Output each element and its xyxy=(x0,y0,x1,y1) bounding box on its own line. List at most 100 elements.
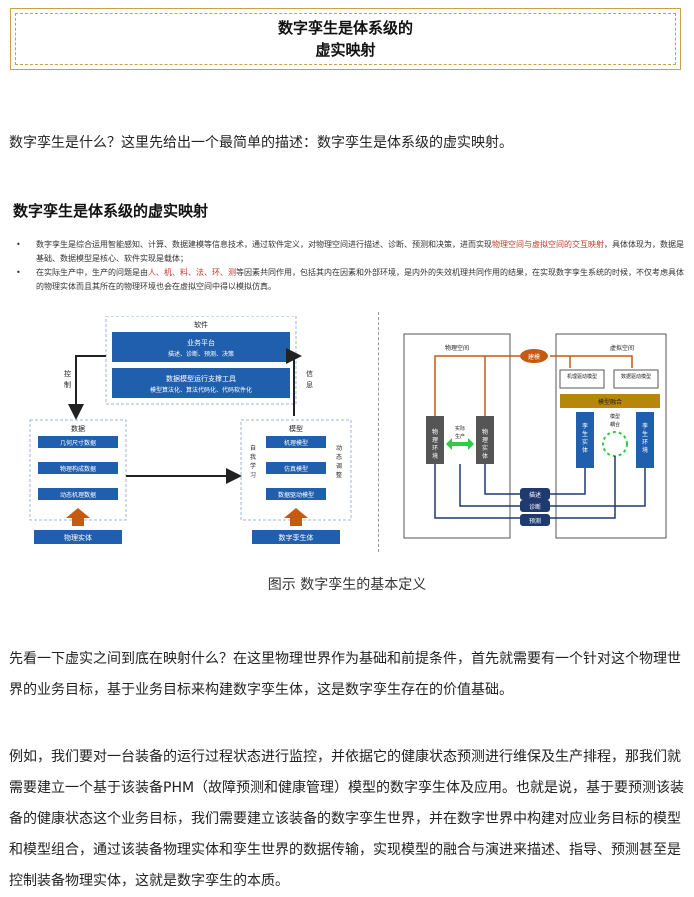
software-label: 软件 xyxy=(194,320,208,329)
navy-line-3 xyxy=(459,464,520,507)
up-arrow-left xyxy=(66,508,90,526)
phys-entity-char-3: 实 xyxy=(482,444,488,452)
model-label: 模型 xyxy=(289,424,303,433)
navy-line-6 xyxy=(550,456,616,519)
phys-env-char-1: 物 xyxy=(432,428,438,436)
biz-platform-label: 业务平台 xyxy=(187,338,215,347)
phys-entity-char-2: 理 xyxy=(482,437,488,444)
bullet-2: 在实际生产中，生产的问题是由人、机、料、法、环、测等因素共同作用，包括其内在因素… xyxy=(16,266,686,294)
phys-env-char-3: 环 xyxy=(432,445,438,452)
self-learn-4: 习 xyxy=(250,472,256,479)
build-node xyxy=(520,349,548,363)
data-model-tool-label: 数据模型运行支撑工具 xyxy=(166,374,236,383)
figure: 数字孪生是体系级的虚实映射 数字孪生是综合运用智能感知、计算、数据建模等信息技术… xyxy=(0,188,694,558)
geo-data-label: 几何尺寸数据 xyxy=(60,439,96,447)
phys-env-char-4: 境 xyxy=(432,452,438,460)
twin-entity-char-1: 孪 xyxy=(582,422,588,430)
sim-model-label: 仿真模型 xyxy=(284,465,308,473)
data-driven-box xyxy=(613,369,659,389)
navy-line-5 xyxy=(550,468,646,507)
data-label: 数据 xyxy=(71,424,85,433)
model-fusion-box xyxy=(560,394,660,408)
figure-title: 数字孪生是体系级的虚实映射 xyxy=(13,202,209,220)
self-learn-1: 自 xyxy=(250,444,256,452)
left-diagram: 软件 业务平台 描述、诊断、预测、决策 数据模型运行支撑工具 模型算法化、算法代… xyxy=(29,316,352,544)
bullet-2-text-b: 等因素共同作用，包括其内在因素和外部环境，是内外的失效机理共同作用的结果，在实现… xyxy=(36,268,684,291)
phys-entity-box-r xyxy=(476,416,494,464)
double-arrow-green xyxy=(446,438,474,450)
twin-env-char-1: 孪 xyxy=(642,422,648,430)
phys-space-label: 物理空间 xyxy=(445,344,469,352)
data-driven-model-box xyxy=(266,488,326,500)
geo-data-box xyxy=(38,436,118,448)
navy-line-1 xyxy=(434,464,520,519)
twin-env-char-2: 生 xyxy=(642,430,648,438)
info-arrow xyxy=(286,348,302,416)
coupling-2: 耦合 xyxy=(610,421,620,428)
data-model-tool-sub: 模型算法化、算法代码化、代码软件化 xyxy=(150,386,252,394)
info-label-2: 息 xyxy=(306,380,313,389)
twin-env-box xyxy=(636,412,654,468)
navy-line-2 xyxy=(484,464,520,495)
data-driven-label: 数据驱动模型 xyxy=(621,373,651,380)
phys-env-box xyxy=(426,416,444,464)
phys-entity-label: 物理实体 xyxy=(64,533,92,542)
twin-env-char-4: 境 xyxy=(642,446,648,454)
describe-node xyxy=(520,488,550,500)
up-arrow-right xyxy=(284,508,308,526)
diagnose-label: 诊断 xyxy=(529,503,541,511)
phys-env-char-2: 理 xyxy=(432,437,438,444)
title-inner: 数字孪生是体系级的 虚实映射 xyxy=(15,13,676,65)
right-diagram: 物理空间 虚拟空间 建模 机理驱动模型 数据驱动模型 模型融合 物 理 环 境 … xyxy=(403,333,667,539)
twin-entity-char-3: 实 xyxy=(582,438,588,446)
build-label: 建模 xyxy=(528,353,540,361)
title-line-2: 虚实映射 xyxy=(315,41,376,59)
twin-entity-char-4: 体 xyxy=(582,446,588,454)
actual-prod-1: 实际 xyxy=(455,425,465,432)
mech-driven-label: 机理驱动模型 xyxy=(567,373,597,380)
figure-caption: 图示 数字孪生的基本定义 xyxy=(267,577,427,593)
biz-platform-box xyxy=(112,332,290,362)
control-arrow xyxy=(68,355,106,420)
figure-divider xyxy=(378,312,379,552)
self-learn-3: 学 xyxy=(250,462,256,470)
twin-entity-box xyxy=(576,412,594,468)
bullet-2-text-a: 在实际生产中，生产的问题是由 xyxy=(36,268,148,277)
title-box: 数字孪生是体系级的 虚实映射 xyxy=(10,8,681,70)
self-learn-2: 我 xyxy=(250,453,256,461)
dyn-adjust-1: 动 xyxy=(336,445,342,452)
model-fusion-label: 模型融合 xyxy=(598,398,622,406)
dyn-data-label: 动态机理数据 xyxy=(60,491,96,499)
twin-env-char-3: 环 xyxy=(642,439,648,446)
describe-label: 描述 xyxy=(529,491,541,499)
twin-box xyxy=(252,530,340,544)
figure-bullets: 数字孪生是综合运用智能感知、计算、数据建模等信息技术，通过软件定义，对物理空间进… xyxy=(16,238,686,294)
control-label-2: 制 xyxy=(64,380,71,389)
paragraph-2: 先看一下虚实之间到底在映射什么？在这里物理世界作为基础和前提条件，首先就需要有一… xyxy=(9,651,681,698)
phys-data-label: 物理构成数据 xyxy=(60,465,96,473)
coupling-1: 模型 xyxy=(610,413,620,420)
dyn-adjust-4: 整 xyxy=(336,471,342,479)
twin-entity-char-2: 生 xyxy=(582,430,588,438)
sim-model-box xyxy=(266,462,326,474)
intro-paragraph: 数字孪生是什么？这里先给出一个最简单的描述：数字孪生是体系级的虚实映射。 xyxy=(9,135,513,151)
info-label-1: 信 xyxy=(306,369,313,378)
phys-entity-box xyxy=(34,530,122,544)
phys-data-box xyxy=(38,462,118,474)
virt-space-label: 虚拟空间 xyxy=(610,344,634,352)
bullet-1: 数字孪生是综合运用智能感知、计算、数据建模等信息技术，通过软件定义，对物理空间进… xyxy=(16,238,686,266)
dyn-data-box xyxy=(38,488,118,500)
title-line-1: 数字孪生是体系级的 xyxy=(277,19,413,37)
biz-platform-sub: 描述、诊断、预测、决策 xyxy=(168,350,234,358)
mech-model-box xyxy=(266,436,326,448)
diagnose-node xyxy=(520,500,550,512)
twin-label: 数字孪生体 xyxy=(279,533,314,542)
phys-entity-char-4: 体 xyxy=(482,452,488,460)
phys-entity-char-1: 物 xyxy=(482,428,488,436)
dyn-adjust-3: 调 xyxy=(336,462,342,470)
mech-driven-box xyxy=(559,369,605,389)
bullet-1-text-b: ，具体体现为，数据是基础、数据模型是核心、软件实现是载体； xyxy=(36,240,684,263)
predict-label: 预测 xyxy=(529,517,541,525)
actual-prod-2: 生产 xyxy=(455,433,465,440)
bullet-1-highlight: 物理空间与虚拟空间的交互映射 xyxy=(492,240,604,249)
